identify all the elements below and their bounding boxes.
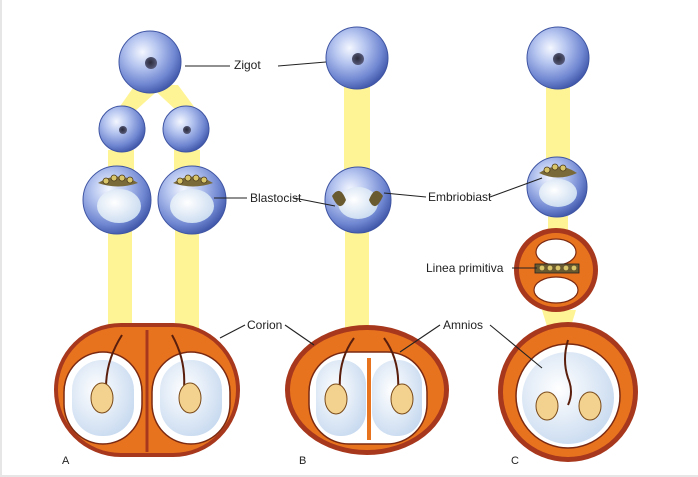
panel-label-c: C: [511, 455, 519, 467]
chorion-c: [498, 322, 638, 462]
chorion-b: [285, 325, 449, 455]
label-primitive-line: Linea primitiva: [426, 261, 503, 275]
chorion-a: [54, 323, 240, 457]
label-chorion: Corion: [247, 318, 282, 332]
label-amnion: Amnios: [443, 318, 483, 332]
panel-label-b: B: [299, 455, 306, 467]
zygote-a-nucleus: [145, 57, 157, 69]
label-blastocyst: Blastocist: [250, 191, 301, 205]
panel-label-a: A: [62, 455, 69, 467]
label-zygote: Zigot: [234, 58, 261, 72]
label-embryoblast: Embriobiast: [428, 190, 491, 204]
embryonic-disc-c: [514, 228, 598, 312]
